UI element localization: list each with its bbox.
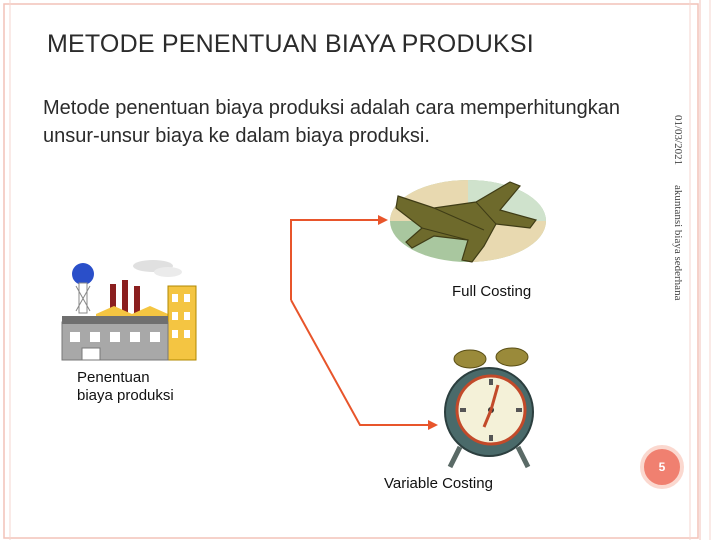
page-number-badge: 5	[640, 445, 684, 489]
arrow-to-variable-costing	[291, 300, 436, 425]
factory-icon	[58, 256, 200, 362]
arrow-to-full-costing	[291, 220, 386, 300]
variable-costing-label: Variable Costing	[384, 475, 493, 492]
root-label: Penentuan biaya produksi	[77, 369, 187, 405]
airplane-icon	[388, 178, 548, 264]
full-costing-label: Full Costing	[452, 283, 531, 300]
alarm-clock-icon	[440, 347, 538, 471]
